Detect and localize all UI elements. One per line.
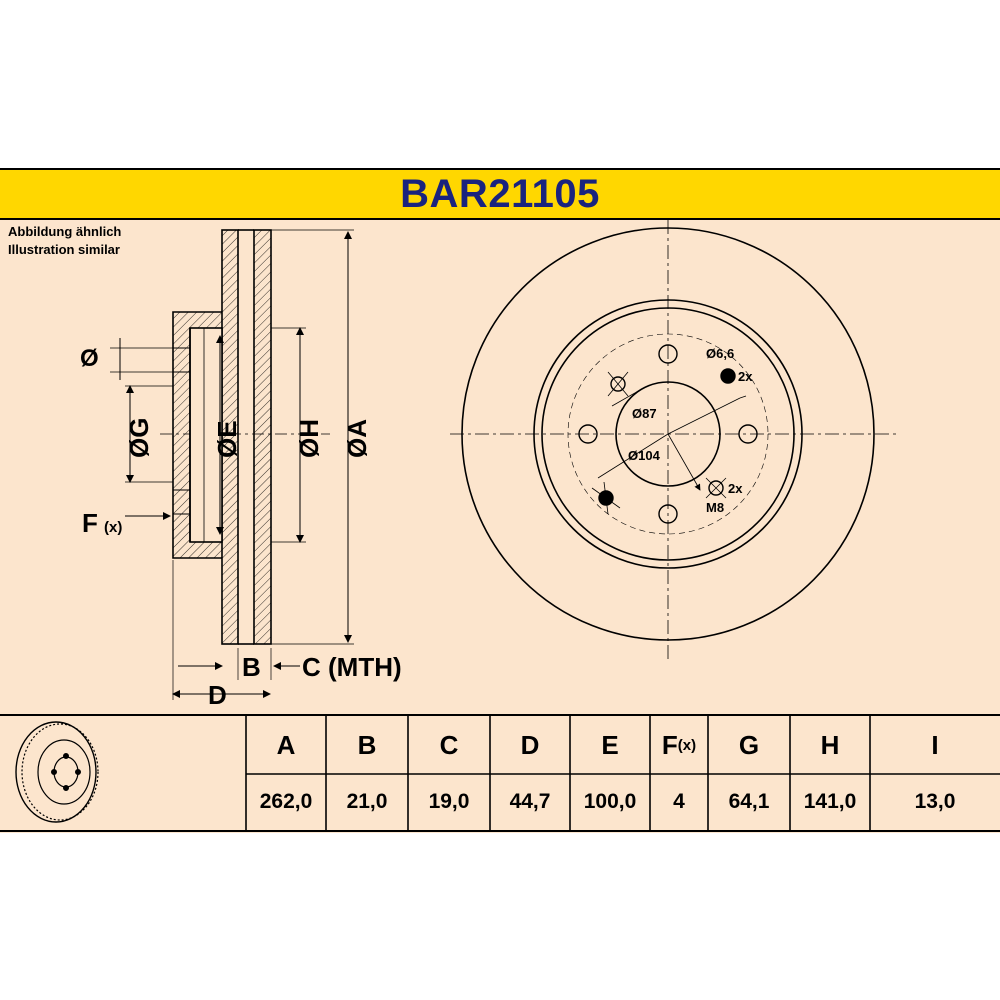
table-header-f: F (661, 729, 678, 760)
title-bar: BAR21105 (0, 168, 1000, 220)
table-header-f-sub: (x) (677, 736, 697, 754)
table-value-e: 100,0 (583, 790, 637, 813)
bolt-hole-top (658, 344, 678, 364)
label-dim-d: D (208, 680, 227, 710)
cross-section-view (110, 229, 354, 700)
table-header-a: A (276, 729, 296, 760)
label-dim-i: Ø (80, 345, 99, 372)
table-value-f: 4 (673, 790, 685, 813)
label-dim-a: ØA (342, 419, 372, 458)
label-thread: M8 (706, 500, 724, 515)
table-value-a: 262,0 (259, 790, 313, 813)
label-dim-b: B (242, 652, 261, 682)
table-header-g: G (738, 729, 760, 760)
hat-outer-edge (533, 299, 803, 569)
bolt-hole-bottom (658, 504, 678, 524)
bolt-hole-left (578, 424, 598, 444)
label-thread-count: 2x (728, 481, 743, 496)
spec-table: A B C D E F(x) G H I 262,0 21,0 19,0 44,… (0, 714, 1000, 832)
pcd-circle (567, 333, 769, 535)
table-value-c: 19,0 (428, 790, 470, 813)
technical-drawing: Ø ØG ØE ØH ØA F (x) B C (MTH) D (80, 220, 898, 710)
leader-thread (667, 433, 701, 491)
leader-d87 (667, 397, 741, 435)
label-dim-f: F (82, 508, 98, 538)
label-bolt-hole: Ø6,6 (706, 346, 734, 361)
thread-hole-tr (720, 368, 736, 384)
outer-friction-plate (253, 229, 272, 645)
table-header-h: H (820, 729, 840, 760)
label-inner-circle: Ø87 (632, 406, 657, 421)
table-header-d: D (520, 729, 540, 760)
leader-d104 (597, 433, 669, 479)
thread-hole-tl (610, 376, 626, 392)
table-header-b: B (357, 729, 377, 760)
table-value-i: 13,0 (914, 790, 956, 813)
disc-thumbnail-icon (15, 721, 99, 823)
hat-inner-edge (541, 307, 795, 561)
bolt-hole-right (738, 424, 758, 444)
label-pcd: Ø104 (628, 448, 661, 463)
table-header-c: C (439, 729, 459, 760)
center-bore (615, 381, 721, 487)
label-dim-f-sub: (x) (104, 519, 122, 536)
part-number-title: BAR21105 (400, 171, 600, 216)
label-dim-h: ØH (294, 419, 324, 458)
table-value-b: 21,0 (346, 790, 388, 813)
note-german: Abbildung ähnlich (8, 224, 122, 239)
label-dim-g: ØG (124, 418, 154, 458)
table-value-h: 141,0 (803, 790, 857, 813)
spec-table-grid (15, 716, 1000, 832)
table-value-d: 44,7 (509, 790, 551, 813)
table-header-i: I (931, 729, 939, 760)
disc-outer-edge (461, 227, 875, 641)
table-value-g: 64,1 (728, 790, 770, 813)
label-bolt-count: 2x (738, 369, 753, 384)
table-header-e: E (601, 729, 619, 760)
note-english: Illustration similar (8, 242, 120, 257)
label-dim-c: C (MTH) (302, 652, 402, 682)
table-header-f-cell: F(x) (650, 716, 708, 774)
drawing-sheet: BAR21105 Abbildung ähnlich Illustration … (0, 168, 1000, 833)
label-dim-e: ØE (212, 420, 242, 458)
thread-hole-br (708, 480, 724, 496)
face-view (450, 220, 898, 662)
